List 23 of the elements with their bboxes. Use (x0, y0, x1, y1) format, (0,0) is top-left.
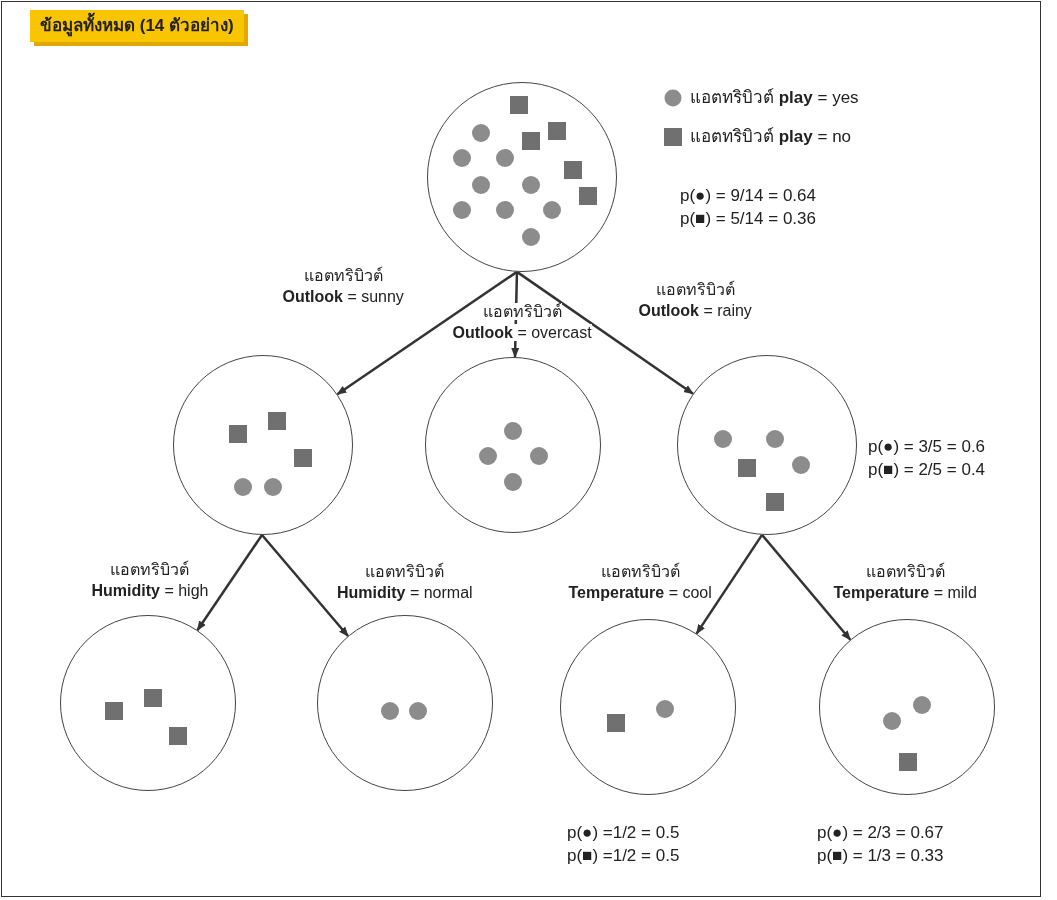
probability-text: p(●) = 3/5 = 0.6 (868, 436, 986, 458)
edge-label: แอตทริบิวต์ Temperature = cool (568, 561, 712, 603)
arrow (695, 534, 764, 635)
edge-label: แอตทริบิวต์ Humidity = high (91, 559, 209, 601)
edge-label: แอตทริบิวต์ Temperature = mild (833, 561, 977, 603)
probability-text: p(■) =1/2 = 0.5 (567, 845, 680, 867)
probability-text: p(■) = 2/5 = 0.4 (868, 459, 986, 481)
edge-label: แอตทริบิวต์ Outlook = overcast (452, 301, 592, 343)
legend-text: แอตทริบิวต์ play = yes (690, 87, 859, 109)
edge-label: แอตทริบิวต์ Outlook = rainy (638, 279, 752, 321)
probability-text: p(■) = 1/3 = 0.33 (817, 845, 944, 867)
edge-label: แอตทริบิวต์ Humidity = normal (337, 561, 473, 603)
arrow (196, 534, 264, 631)
probability-text: p(●) =1/2 = 0.5 (567, 822, 680, 844)
probability-text: p(●) = 2/3 = 0.67 (817, 822, 944, 844)
arrow (516, 270, 694, 395)
arrow (336, 270, 518, 396)
legend-text: แอตทริบิวต์ play = no (690, 126, 852, 148)
arrow (761, 534, 852, 641)
probability-text: p(●) = 9/14 = 0.64 (680, 185, 816, 207)
arrow (261, 534, 349, 637)
probability-text: p(■) = 5/14 = 0.36 (680, 208, 816, 230)
edge-label: แอตทริบิวต์ Outlook = sunny (282, 265, 404, 307)
